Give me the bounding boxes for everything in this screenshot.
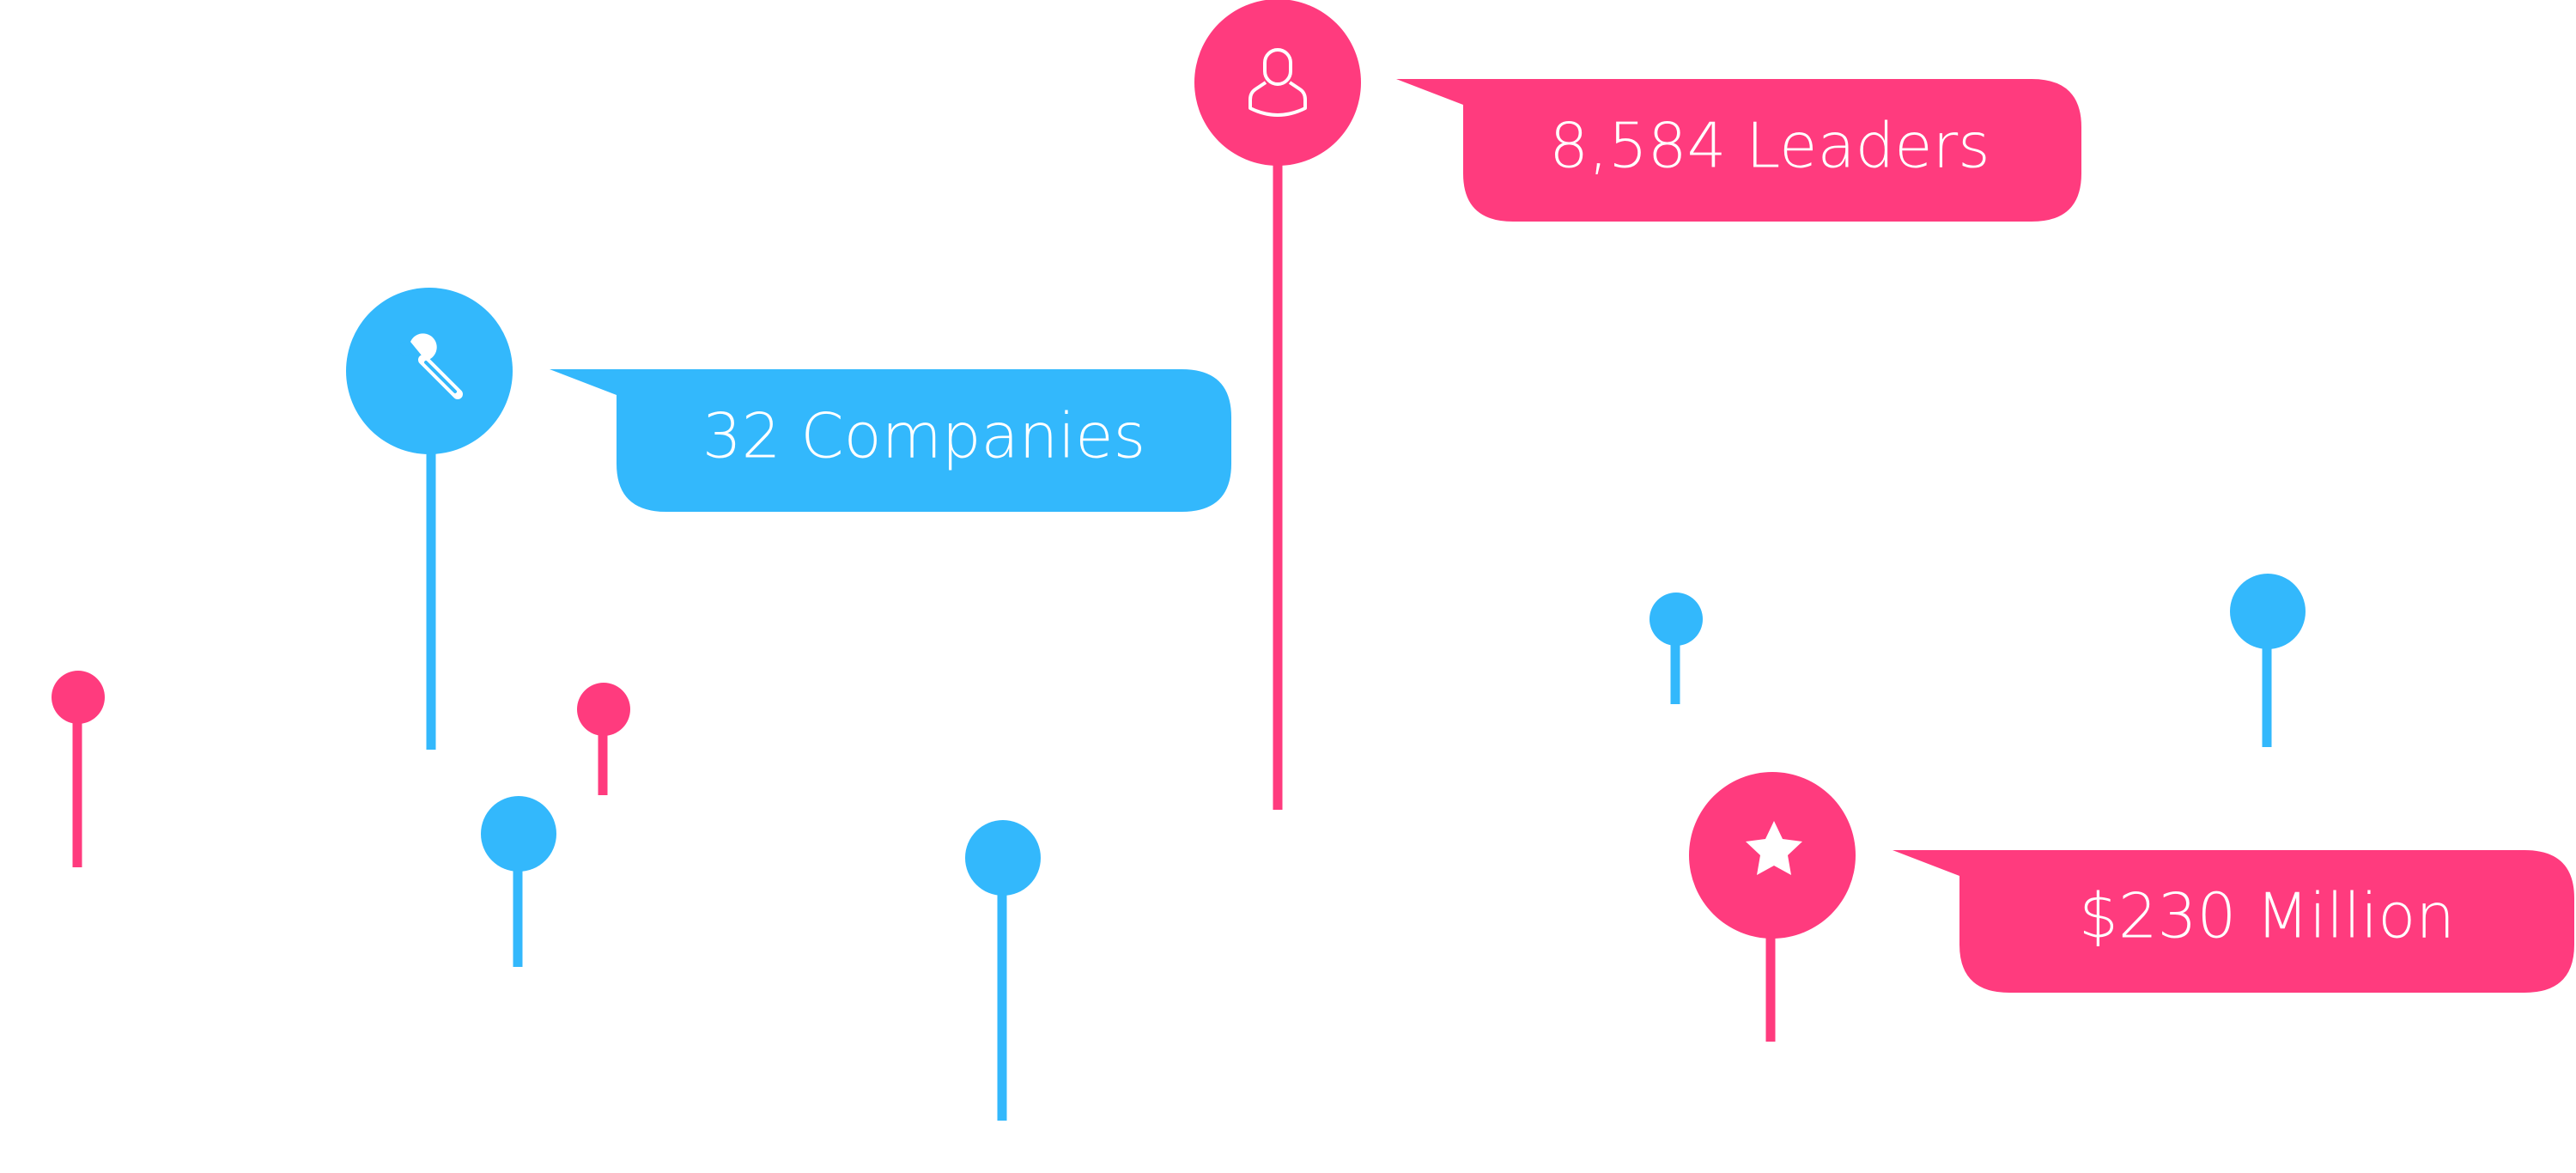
person-icon xyxy=(1249,48,1307,117)
decorative-pin-3 xyxy=(481,796,556,967)
callout-bubble xyxy=(1893,850,2574,993)
callout-label: $230 Million xyxy=(2079,880,2455,952)
pin-head xyxy=(52,671,105,724)
callout-bubble xyxy=(1396,79,2081,222)
pin-head xyxy=(1649,593,1703,646)
pin-head xyxy=(2230,574,2306,649)
pin-head xyxy=(577,683,630,736)
decorative-pin-5 xyxy=(1649,593,1703,704)
decorative-pin-4 xyxy=(965,820,1041,1121)
decorative-pin-2 xyxy=(577,683,630,795)
wrench-icon xyxy=(398,333,463,399)
callout-leaders: 8,584 Leaders xyxy=(1194,0,2081,810)
callout-million: $230 Million xyxy=(1689,772,2574,1042)
decorative-pin-1 xyxy=(52,671,105,867)
pin-head xyxy=(481,796,556,872)
callout-label: 32 Companies xyxy=(702,400,1145,472)
callout-bubble xyxy=(550,369,1231,512)
pin-head xyxy=(965,820,1041,896)
callout-companies: 32 Companies xyxy=(346,288,1231,750)
callout-label: 8,584 Leaders xyxy=(1549,110,1990,182)
star-icon xyxy=(1746,821,1802,875)
decorative-pin-6 xyxy=(2230,574,2306,747)
